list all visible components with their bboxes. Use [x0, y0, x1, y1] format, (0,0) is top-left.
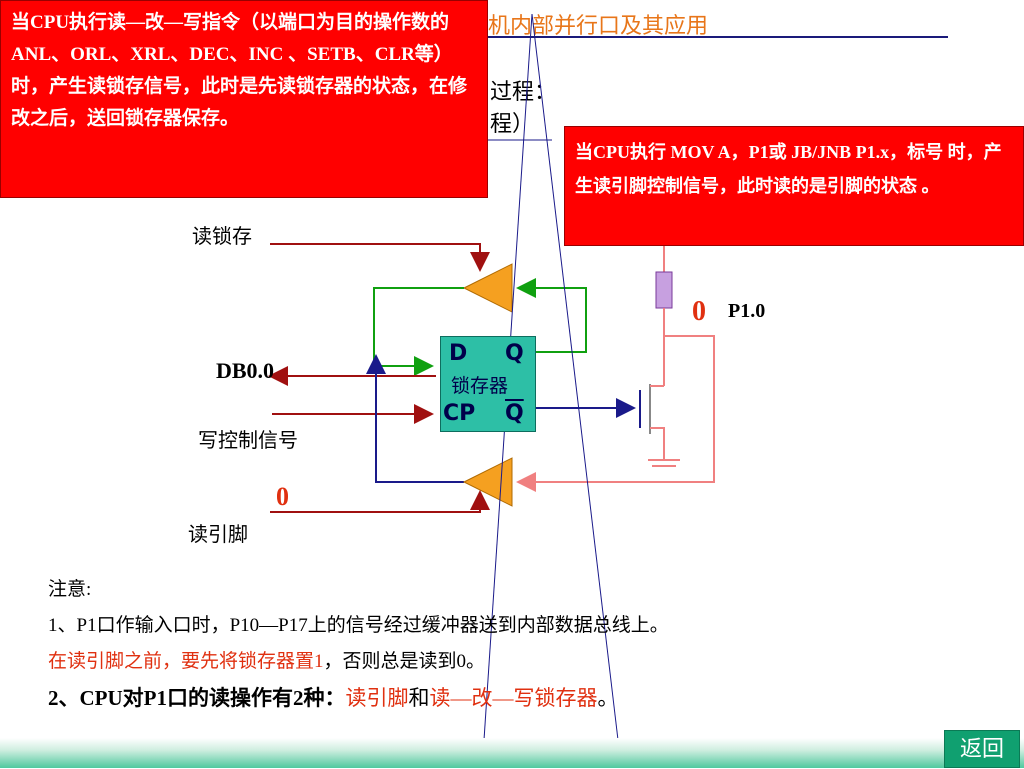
pin-label: P1.0 [728, 300, 766, 322]
overlay-line-2 [531, 13, 619, 741]
note-line-3: 2、CPU对P1口的读操作有2种：读引脚和读—改—写锁存器。 [48, 682, 619, 712]
read-pin-label: 读引脚 [188, 522, 248, 546]
partial-text-process: 过程： [490, 80, 557, 105]
footer-band [0, 738, 1024, 768]
pin-zero: 0 [692, 296, 706, 327]
read-pin-bus-wire [366, 354, 464, 483]
note-end: 。 [597, 686, 619, 710]
latch-cp-label: CP [443, 401, 476, 426]
notes-heading: 注意: [48, 579, 92, 600]
title-underline [488, 36, 948, 38]
read-pin-buffer [462, 457, 513, 507]
write-control-label: 写控制信号 [198, 428, 298, 452]
db-label: DB0.0 [216, 358, 275, 383]
partial-text-paren: 程） [490, 112, 535, 137]
latch-to-bus-wire [373, 287, 464, 364]
slide-title: 机内部并行口及其应用 [488, 14, 709, 39]
read-latch-buffer [462, 263, 513, 313]
note-line-2-highlight: 在读引脚之前，要先将锁存器置1 [48, 651, 324, 672]
latch-block: D Q 锁存器 CP Q [440, 336, 536, 432]
read-pin-zero: 0 [276, 482, 289, 511]
read-latch-label: 读锁存 [192, 224, 252, 248]
note-line-3-intro: 2、CPU对P1口的读操作有2种： [48, 686, 346, 710]
pullup-resistor [655, 271, 673, 309]
back-button[interactable]: 返回 [944, 730, 1020, 768]
read-latch-line [270, 243, 490, 272]
note-line-1: 1、P1口作输入口时，P10—P17上的信号经过缓冲器送到内部数据总线上。 [48, 615, 669, 636]
note-line-2: 在读引脚之前，要先将锁存器置1，否则总是读到0。 [48, 646, 485, 673]
latch-name-label: 锁存器 [451, 375, 509, 397]
read-pin-line [270, 490, 490, 513]
transistor-source [650, 427, 665, 460]
latch-qbar-label: Q [505, 401, 524, 426]
note-read-modify-write: 读—改—写锁存器 [429, 686, 598, 710]
q-feedback-wire [516, 278, 587, 353]
latch-d-label: D [449, 341, 468, 366]
note-and: 和 [408, 686, 430, 710]
read-pin-callout: 当CPU执行 MOV A，P1或 JB/JNB P1.x，标号 时，产生读引脚控… [564, 126, 1024, 246]
note-line-2-rest: ，否则总是读到0。 [323, 651, 486, 672]
latch-q-label: Q [505, 341, 524, 366]
pin-wire [516, 335, 715, 492]
note-read-pin: 读引脚 [345, 686, 409, 710]
read-modify-write-callout: 当CPU执行读—改—写指令（以端口为目的操作数的ANL、ORL、XRL、DEC、… [0, 0, 488, 198]
